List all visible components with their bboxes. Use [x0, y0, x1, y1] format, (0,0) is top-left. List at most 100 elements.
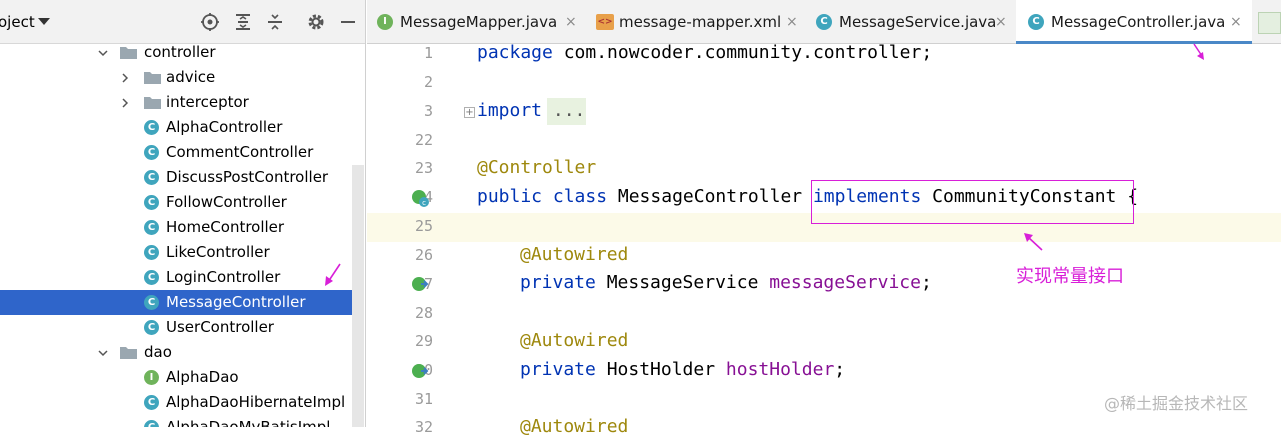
type-name: HostHolder [595, 359, 726, 380]
tree-item-dao[interactable]: dao [0, 340, 352, 365]
tree-item-label: AlphaDaoHibernateImpl [166, 393, 346, 411]
close-icon[interactable]: × [565, 14, 577, 30]
interface-icon: I [377, 14, 393, 30]
tree-item-interceptor[interactable]: interceptor [0, 90, 352, 115]
close-icon[interactable]: × [1230, 14, 1242, 30]
chevron-down-icon[interactable] [38, 18, 50, 25]
keyword: import [477, 100, 543, 121]
tree-item-label: AlphaDao [166, 368, 239, 386]
line-number: 25 [414, 217, 433, 235]
svg-text:c: c [422, 199, 426, 207]
locate-file-icon[interactable] [200, 12, 220, 32]
tree-item-logincontroller[interactable]: C LoginController [0, 265, 352, 290]
line-number: 3 [423, 102, 433, 120]
fold-toggle[interactable]: + [464, 107, 475, 118]
chevron-down-icon[interactable] [98, 348, 108, 358]
line-number: 29 [414, 332, 433, 350]
package-folder-icon [120, 47, 137, 59]
class-name: MessageController [607, 186, 813, 207]
tree-item-alphadaomybatisimpl[interactable]: CAlphaDaoMyBatisImpl [0, 415, 352, 427]
pink-arrow-icon [1024, 233, 1043, 251]
class-icon: C [1028, 14, 1044, 30]
injection-point-icon[interactable] [410, 361, 430, 381]
tab-label: MessageController.java [1051, 13, 1226, 31]
tree-item-label: MessageController [166, 293, 306, 311]
field-name: messageService [769, 272, 921, 293]
code-line-1[interactable]: package com.nowcoder.community.controlle… [477, 42, 932, 64]
tree-item-label: LoginController [166, 268, 281, 286]
tab-message-mapper-java[interactable]: I MessageMapper.java × [367, 0, 586, 44]
class-icon: C [144, 245, 159, 260]
tree-item-label: dao [144, 343, 172, 361]
tab-message-service-java[interactable]: C MessageService.java × [806, 0, 1016, 44]
keyword: package [477, 42, 553, 63]
tab-message-controller-java[interactable]: C MessageController.java × [1016, 0, 1252, 44]
code-line-27[interactable]: private MessageService messageService; [520, 272, 932, 294]
chevron-right-icon[interactable] [120, 98, 130, 108]
folded-imports-highlight [547, 98, 586, 125]
line-number: 2 [423, 73, 433, 91]
class-icon: C [144, 195, 159, 210]
tree-item-label: UserController [166, 318, 274, 336]
class-icon: C [144, 120, 159, 135]
injection-point-icon[interactable] [410, 274, 430, 294]
package-folder-icon [120, 347, 137, 359]
xml-file-icon: <> [596, 14, 614, 30]
class-icon: C [144, 220, 159, 235]
code-line-24[interactable]: public class MessageController implement… [477, 186, 1138, 208]
code-line-29[interactable]: @Autowired [520, 330, 628, 352]
class-icon: C [144, 170, 159, 185]
folded-imports[interactable]: ... [552, 100, 586, 121]
gear-icon[interactable] [306, 12, 326, 32]
project-view-title[interactable]: oject [0, 13, 35, 31]
annotation: @Autowired [520, 330, 629, 351]
tree-item-label: CommentController [166, 143, 314, 161]
line-number: 22 [414, 131, 433, 149]
line-number: 31 [414, 390, 433, 408]
code-line-32[interactable]: @Autowired [520, 416, 628, 438]
more-tabs-icon[interactable] [1258, 12, 1281, 34]
keyword: private [520, 359, 596, 380]
implemented-interface-icon[interactable]: c [410, 188, 430, 208]
class-icon: C [144, 320, 159, 335]
tree-item-label: AlphaController [166, 118, 283, 136]
code-line-30[interactable]: private HostHolder hostHolder; [520, 359, 845, 381]
close-icon[interactable]: × [995, 14, 1007, 30]
tab-message-mapper-xml[interactable]: <> message-mapper.xml × [586, 0, 806, 44]
chevron-right-icon[interactable] [120, 73, 130, 83]
semicolon: ; [834, 359, 846, 380]
minimize-icon[interactable] [338, 12, 358, 32]
tree-item-advice[interactable]: advice [0, 65, 352, 90]
tree-item-usercontroller[interactable]: C UserController [0, 315, 352, 340]
chevron-down-icon[interactable] [98, 48, 108, 58]
annotation-label: 实现常量接口 [1016, 266, 1124, 287]
code-line-26[interactable]: @Autowired [520, 244, 628, 266]
semicolon: ; [920, 272, 932, 293]
line-number: 23 [414, 159, 433, 177]
watermark: @稀土掘金技术社区 [1104, 394, 1249, 413]
current-line-highlight [367, 213, 1281, 242]
class-icon: C [816, 14, 832, 30]
class-icon: C [144, 270, 159, 285]
package-folder-icon [144, 72, 161, 84]
code-line-3[interactable]: import ... [477, 100, 585, 122]
pink-arrow-icon [1193, 43, 1204, 60]
tree-item-alphacontroller[interactable]: C AlphaController [0, 115, 352, 140]
collapse-all-icon[interactable] [265, 12, 285, 32]
package-folder-icon [144, 97, 161, 109]
tree-scrollbar[interactable] [352, 165, 364, 427]
tree-item-label: interceptor [166, 93, 249, 111]
close-icon[interactable]: × [786, 14, 798, 30]
code-line-23[interactable]: @Controller [477, 157, 596, 179]
expand-all-icon[interactable] [233, 12, 253, 32]
tree-item-controller[interactable]: controller [0, 40, 352, 65]
project-toolbar: oject [0, 0, 365, 44]
